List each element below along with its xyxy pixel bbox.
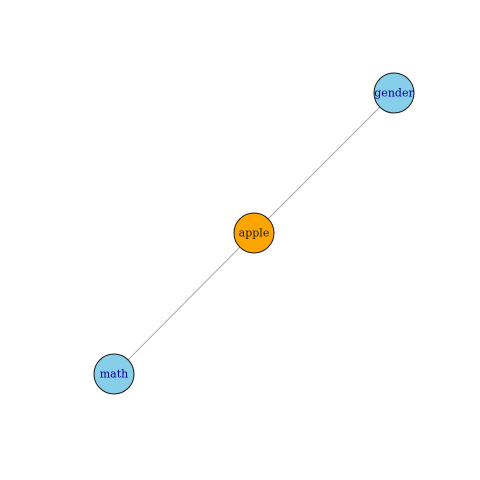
node-gender: gender [373, 72, 415, 114]
edge-apple-gender [253, 92, 395, 234]
node-circle-gender [373, 72, 415, 114]
node-math: math [93, 353, 135, 395]
node-label-gender: gender [374, 87, 414, 100]
node-circle-math [93, 353, 135, 395]
node-label-math: math [100, 368, 129, 381]
edges-layer [113, 92, 395, 375]
edge-apple-math [113, 232, 255, 375]
nodes-layer: gender apple math [93, 72, 415, 395]
node-label-apple: apple [239, 227, 270, 240]
node-circle-apple [233, 212, 275, 254]
node-apple: apple [233, 212, 275, 254]
